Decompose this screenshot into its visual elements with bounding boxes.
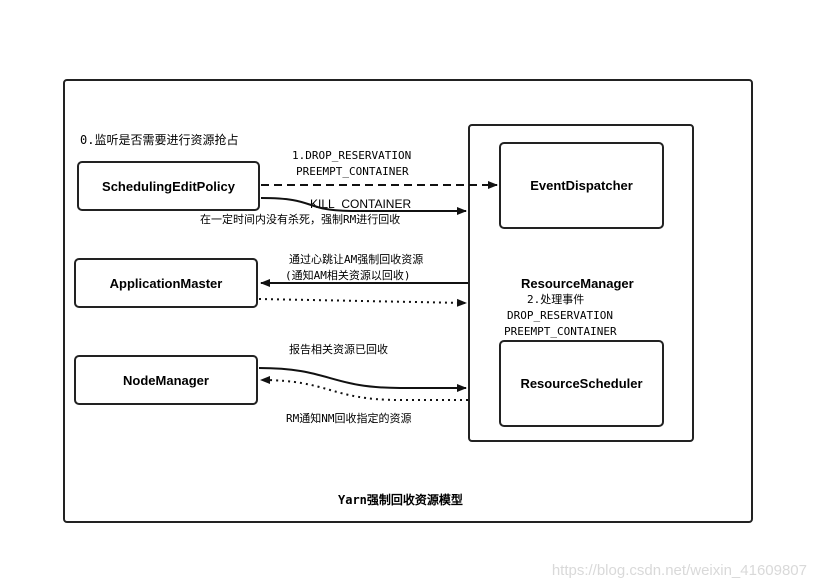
arrow-am-to-rm [258, 298, 467, 307]
rm-drop-label: DROP_RESERVATION [507, 309, 613, 322]
report-label: 报告相关资源已回收 [289, 343, 388, 356]
resource-manager-title: ResourceManager [521, 276, 634, 291]
arrow-nm-to-rm [258, 367, 467, 392]
watermark: https://blog.csdn.net/weixin_41609807 [551, 562, 807, 579]
event-dispatcher-box: EventDispatcher [499, 142, 664, 229]
scheduling-edit-policy-box: SchedulingEditPolicy [77, 161, 260, 211]
application-master-box: ApplicationMaster [74, 258, 258, 308]
step1-line2-label: PREEMPT_CONTAINER [296, 165, 409, 178]
arrow-kill-container [260, 197, 467, 215]
resource-scheduler-box: ResourceScheduler [499, 340, 664, 427]
kill-container-label: KILL_CONTAINER [310, 197, 412, 211]
diagram-frame [63, 79, 753, 523]
heartbeat-line2-label: (通知AM相关资源以回收) [285, 269, 411, 282]
kill-note-label: 在一定时间内没有杀死，强制RM进行回收 [200, 213, 401, 226]
arrow-rm-to-nm [260, 376, 468, 401]
node-manager-box: NodeManager [74, 355, 258, 405]
rm-notify-nm-label: RM通知NM回收指定的资源 [286, 412, 412, 425]
rm-preempt-label: PREEMPT_CONTAINER [504, 325, 617, 338]
rm-step2-label: 2.处理事件 [527, 293, 585, 306]
heartbeat-line1-label: 通过心跳让AM强制回收资源 [289, 253, 424, 266]
step0-label: 0.监听是否需要进行资源抢占 [80, 133, 239, 147]
diagram-caption: Yarn强制回收资源模型 [338, 493, 463, 507]
step1-line1-label: 1.DROP_RESERVATION [292, 149, 412, 162]
